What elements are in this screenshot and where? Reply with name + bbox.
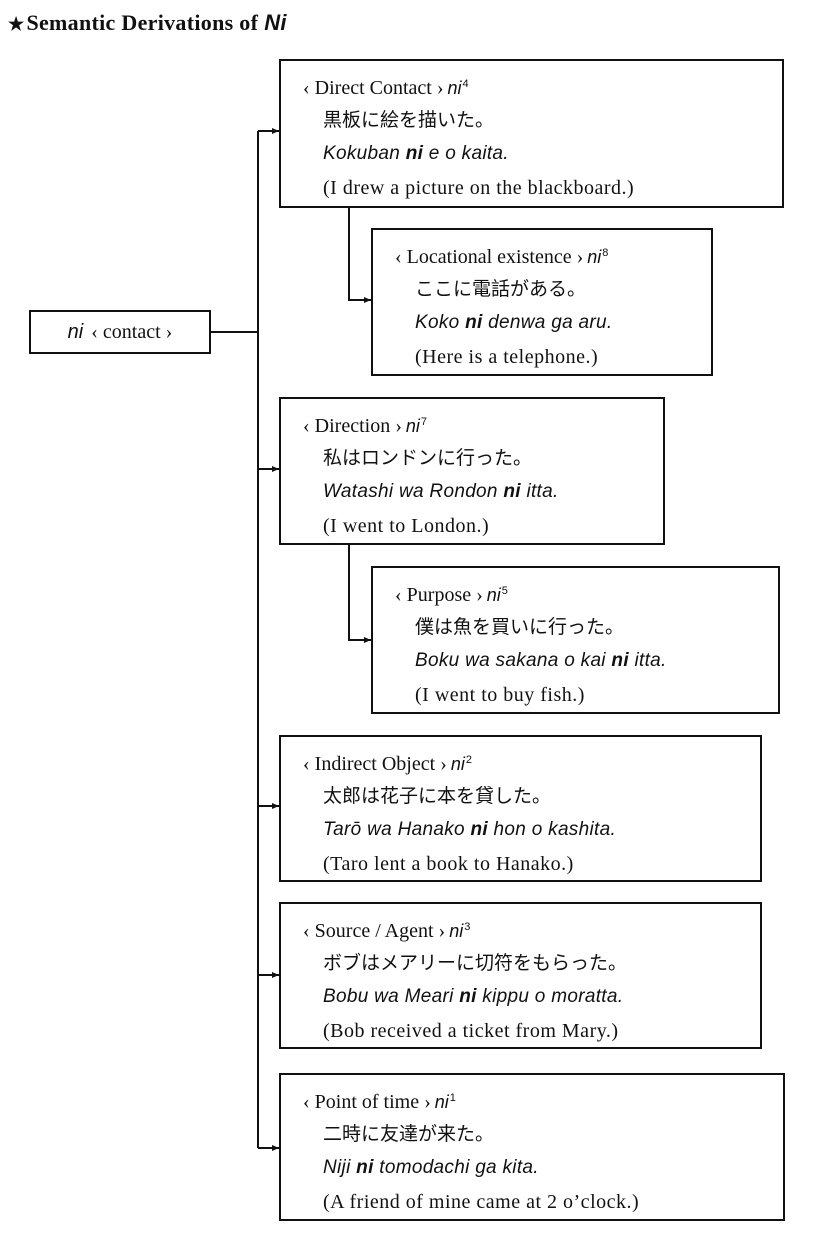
node-purpose: ‹ Purpose ›ni5 僕は魚を買いに行った。 Boku wa sakan… (371, 566, 780, 714)
node-indirect-object: ‹ Indirect Object ›ni2 太郎は花子に本を貸した。 Tarō… (279, 735, 762, 882)
particle-label: ni (447, 78, 462, 98)
star-icon: ★ (8, 14, 25, 34)
japanese-example: 黒板に絵を描いた。 (323, 109, 495, 131)
node-point-of-time: ‹ Point of time ›ni1 二時に友達が来た。 Niji ni t… (279, 1073, 785, 1221)
particle-label: ni (450, 754, 465, 774)
node-heading: ‹ Source / Agent ›ni3 (303, 912, 760, 946)
category-label: ‹ Direct Contact › (303, 77, 444, 99)
root-particle: ni (67, 321, 84, 343)
sense-number: 5 (501, 585, 508, 597)
title-text: Semantic Derivations of (26, 10, 259, 35)
title-particle: Ni (264, 10, 287, 35)
node-direct-contact: ‹ Direct Contact ›ni4 黒板に絵を描いた。 Kokuban … (279, 59, 784, 208)
english-translation: (A friend of mine came at 2 o’clock.) (323, 1191, 640, 1213)
category-label: ‹ Source / Agent › (303, 920, 446, 942)
node-heading: ‹ Direct Contact ›ni4 (303, 69, 782, 103)
english-translation: (I went to buy fish.) (415, 684, 585, 706)
node-heading: ‹ Purpose ›ni5 (395, 576, 778, 610)
romaji-example: Niji ni tomodachi ga kita. (323, 1157, 539, 1178)
node-locational-existence: ‹ Locational existence ›ni8 ここに電話がある。 Ko… (371, 228, 713, 376)
japanese-example: ボブはメアリーに切符をもらった。 (323, 952, 628, 974)
japanese-example: 僕は魚を買いに行った。 (415, 616, 625, 638)
romaji-example: Kokuban ni e o kaita. (323, 143, 509, 164)
sense-number: 3 (464, 921, 471, 933)
english-translation: (Taro lent a book to Hanako.) (323, 853, 574, 875)
node-heading: ‹ Direction ›ni7 (303, 407, 663, 441)
romaji-example: Watashi wa Rondon ni itta. (323, 481, 559, 502)
sense-number: 7 (420, 416, 427, 428)
category-label: ‹ Indirect Object › (303, 753, 447, 775)
romaji-example: Boku wa sakana o kai ni itta. (415, 650, 667, 671)
japanese-example: 二時に友達が来た。 (323, 1123, 495, 1145)
particle-label: ni (449, 921, 464, 941)
japanese-example: 太郎は花子に本を貸した。 (323, 785, 552, 807)
root-label: ‹ contact › (91, 321, 173, 343)
root-node-contact: ni ‹ contact › (29, 310, 211, 354)
japanese-example: 私はロンドンに行った。 (323, 447, 533, 469)
particle-label: ni (434, 1092, 449, 1112)
category-label: ‹ Direction › (303, 415, 402, 437)
sense-number: 2 (465, 754, 472, 766)
romaji-example: Tarō wa Hanako ni hon o kashita. (323, 819, 617, 840)
category-label: ‹ Locational existence › (395, 246, 584, 268)
node-heading: ‹ Indirect Object ›ni2 (303, 745, 760, 779)
particle-label: ni (486, 585, 501, 605)
sense-number: 1 (449, 1092, 456, 1104)
english-translation: (I drew a picture on the blackboard.) (323, 177, 635, 199)
english-translation: (Here is a telephone.) (415, 346, 599, 368)
node-source-agent: ‹ Source / Agent ›ni3 ボブはメアリーに切符をもらった。 B… (279, 902, 762, 1049)
node-direction: ‹ Direction ›ni7 私はロンドンに行った。 Watashi wa … (279, 397, 665, 545)
node-heading: ‹ Locational existence ›ni8 (395, 238, 711, 272)
category-label: ‹ Purpose › (395, 584, 483, 606)
english-translation: (I went to London.) (323, 515, 490, 537)
branch-purpose (348, 544, 371, 643)
category-label: ‹ Point of time › (303, 1091, 431, 1113)
romaji-example: Koko ni denwa ga aru. (415, 312, 613, 333)
japanese-example: ここに電話がある。 (415, 278, 587, 300)
node-heading: ‹ Point of time ›ni1 (303, 1083, 783, 1117)
particle-label: ni (587, 247, 602, 267)
branch-locational-existence (348, 207, 371, 303)
romaji-example: Bobu wa Meari ni kippu o moratta. (323, 986, 624, 1007)
sense-number: 4 (462, 78, 469, 90)
sense-number: 8 (602, 247, 609, 259)
particle-label: ni (405, 416, 420, 436)
english-translation: (Bob received a ticket from Mary.) (323, 1020, 619, 1042)
